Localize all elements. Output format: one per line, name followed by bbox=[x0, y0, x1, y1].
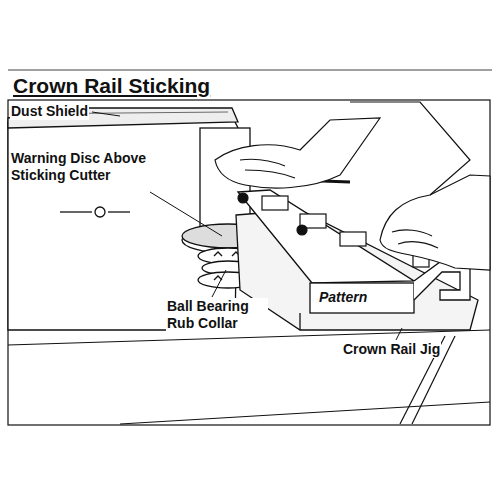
leader-line bbox=[92, 112, 120, 116]
sleeve bbox=[350, 102, 470, 195]
hands bbox=[215, 102, 490, 270]
part-label: Ball Bearing Rub Collar bbox=[166, 298, 268, 332]
handle-knob bbox=[238, 193, 248, 203]
clamp bbox=[262, 196, 288, 210]
clamp bbox=[340, 232, 366, 246]
table bbox=[8, 330, 490, 424]
leader-lines bbox=[92, 112, 402, 340]
left-hand bbox=[215, 118, 380, 188]
slot bbox=[60, 211, 92, 212]
pattern-end bbox=[310, 283, 414, 313]
finger-lines bbox=[392, 230, 438, 248]
leader-line bbox=[150, 192, 222, 236]
right-hand bbox=[380, 175, 490, 270]
finger-lines bbox=[240, 159, 295, 178]
part-label: Crown Rail Jig bbox=[342, 341, 441, 358]
diagram-title: Crown Rail Sticking bbox=[12, 73, 211, 98]
leader-line bbox=[212, 270, 226, 297]
slot bbox=[108, 211, 130, 212]
rule-line bbox=[8, 70, 492, 71]
knob bbox=[95, 207, 105, 217]
part-label: Warning Disc Above Sticking Cutter bbox=[10, 150, 152, 184]
handle-knob bbox=[297, 225, 307, 235]
table-line bbox=[120, 402, 490, 424]
jig-edge bbox=[299, 313, 300, 330]
cutter-teeth bbox=[214, 252, 240, 280]
part-label: Pattern bbox=[318, 289, 368, 306]
frame-border bbox=[8, 100, 490, 425]
frame bbox=[8, 70, 492, 425]
part-label: Dust Shield bbox=[10, 103, 89, 120]
leader-line bbox=[396, 328, 402, 340]
